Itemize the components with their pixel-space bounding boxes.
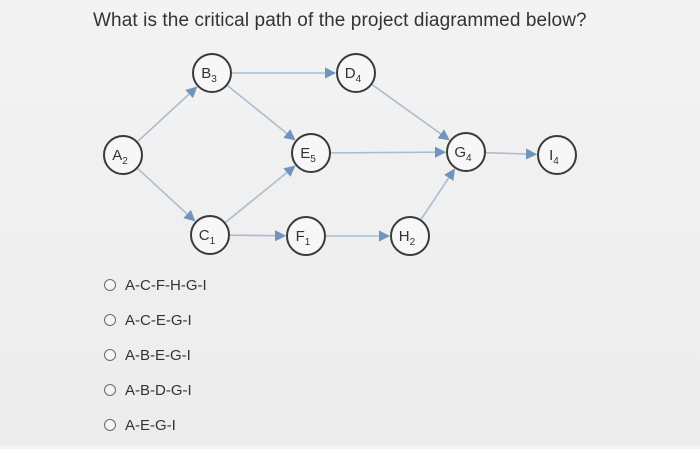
node-label: B3: [201, 65, 217, 85]
option-label: A-C-E-G-I: [125, 311, 192, 329]
edge-a-b: [137, 86, 198, 143]
option-1[interactable]: A-C-F-H-G-I: [104, 274, 207, 296]
node-h: H2: [390, 216, 430, 256]
node-label: H2: [399, 228, 416, 248]
edge-e-g: [330, 146, 447, 158]
radio-button[interactable]: [104, 349, 116, 361]
option-label: A-B-D-G-I: [125, 381, 192, 399]
radio-button[interactable]: [104, 314, 116, 326]
node-circle: [291, 133, 331, 173]
option-label: A-E-G-I: [125, 416, 176, 434]
node-label: F1: [296, 228, 311, 248]
node-label: C1: [199, 227, 216, 247]
option-2[interactable]: A-C-E-G-I: [104, 309, 207, 331]
node-b: B3: [192, 53, 232, 93]
answer-options: A-C-F-H-G-I A-C-E-G-I A-B-E-G-I A-B-D-G-…: [104, 274, 207, 449]
edge-c-f: [229, 230, 287, 242]
node-label: D4: [345, 65, 362, 85]
option-3[interactable]: A-B-E-G-I: [104, 344, 207, 366]
edge-a-c: [137, 167, 196, 222]
option-5[interactable]: A-E-G-I: [104, 414, 207, 436]
node-label: A2: [112, 147, 128, 167]
node-e: E5: [291, 133, 331, 173]
option-label: A-C-F-H-G-I: [125, 276, 207, 294]
edge-g-i: [485, 148, 538, 160]
option-4[interactable]: A-B-D-G-I: [104, 379, 207, 401]
node-a: A2: [103, 135, 143, 175]
edge-d-g: [371, 84, 450, 141]
node-circle: [446, 132, 486, 172]
node-label: E5: [300, 145, 316, 165]
node-circle: [190, 215, 230, 255]
node-circle: [390, 216, 430, 256]
node-d: D4: [336, 53, 376, 93]
radio-button[interactable]: [104, 279, 116, 291]
node-circle: [286, 216, 326, 256]
edge-c-e: [225, 165, 296, 224]
edge-h-g: [420, 168, 456, 220]
node-circle: [192, 53, 232, 93]
node-circle: [537, 135, 577, 175]
radio-button[interactable]: [104, 419, 116, 431]
node-g: G4: [446, 132, 486, 172]
node-c: C1: [190, 215, 230, 255]
node-label: G4: [454, 144, 472, 164]
edge-b-e: [227, 84, 296, 141]
option-label: A-B-E-G-I: [125, 346, 191, 364]
question-text: What is the critical path of the project…: [93, 10, 587, 31]
edges-layer: [137, 67, 538, 242]
node-label: I4: [549, 147, 559, 167]
node-circle: [103, 135, 143, 175]
node-circle: [336, 53, 376, 93]
radio-button[interactable]: [104, 384, 116, 396]
node-i: I4: [537, 135, 577, 175]
node-f: F1: [286, 216, 326, 256]
